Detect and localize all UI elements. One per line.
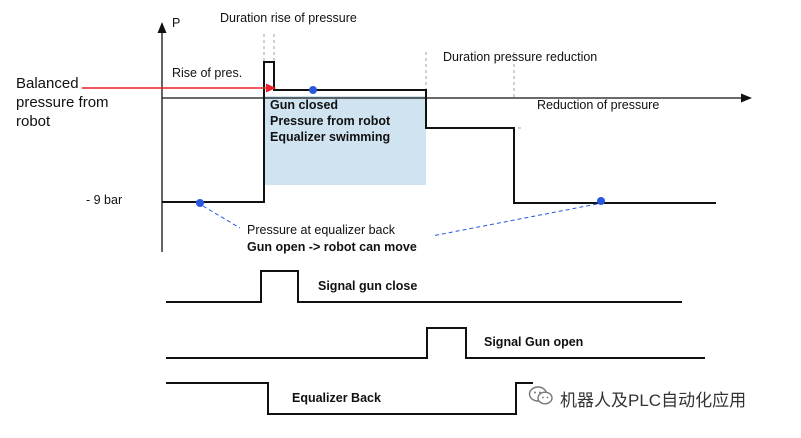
leader-left [202, 205, 241, 229]
y-axis-label: P [172, 16, 181, 30]
balanced-pressure-label: Balanced pressure from robot [16, 75, 109, 130]
signal-gun-open-label: Signal Gun open [484, 335, 584, 349]
signal-equalizer-back-line [166, 382, 533, 415]
signal-gun-close-line [166, 270, 682, 303]
signal-equalizer-back-label: Equalizer Back [292, 391, 381, 405]
pressure-equalizer-back-label: Pressure at equalizer back [247, 223, 395, 237]
dot-gun-closed [309, 86, 317, 94]
dot-equalizer-left [196, 199, 204, 207]
wechat-icon [528, 385, 554, 412]
gun-open-robot-move-label: Gun open -> robot can move [247, 240, 417, 254]
gun-closed-label: Gun closed Pressure from robot Equalizer… [270, 98, 391, 144]
x-axis-arrowhead [741, 93, 752, 103]
pressure-curve [162, 61, 716, 204]
y-axis-arrowhead [157, 22, 167, 33]
leader-right [431, 203, 598, 237]
signal-gun-close-label: Signal gun close [318, 279, 418, 293]
duration-reduction-label: Duration pressure reduction [443, 50, 598, 64]
reduction-of-pressure-label: Reduction of pressure [537, 98, 660, 112]
signal-gun-open-line [166, 327, 705, 359]
balanced-pressure-arrowhead [266, 83, 276, 93]
watermark-text: 机器人及PLC自动化应用 [560, 390, 747, 410]
duration-rise-label: Duration rise of pressure [220, 11, 357, 25]
gun-closed-region [264, 96, 426, 185]
dot-equalizer-right [597, 197, 605, 205]
watermark: 机器人及PLC自动化应用 [528, 385, 747, 412]
rise-of-pres-label: Rise of pres. [172, 66, 243, 80]
minus-9-bar-label: - 9 bar [86, 193, 123, 207]
